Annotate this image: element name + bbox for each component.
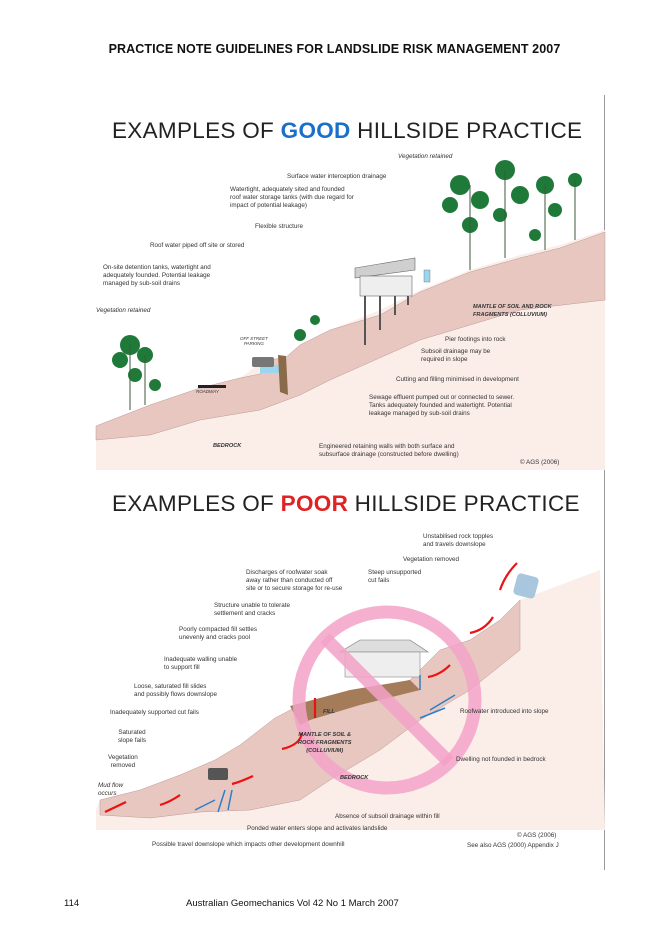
label: BEDROCK — [340, 775, 369, 781]
label: Watertight, adequately sited and founded… — [230, 186, 354, 209]
label: Flexible structure — [255, 223, 303, 230]
label: Vegetation retained — [96, 307, 151, 314]
good-practice-diagram — [95, 160, 606, 470]
copyright: © AGS (2006) — [517, 832, 557, 839]
rock — [513, 573, 539, 599]
prohibition-sign — [292, 605, 482, 795]
label: Absence of subsoil drainage within fill — [335, 813, 440, 820]
label: Dwelling not founded in bedrock — [456, 756, 546, 763]
label: ROADWAY — [196, 389, 219, 394]
page-header: PRACTICE NOTE GUIDELINES FOR LANDSLIDE R… — [108, 42, 561, 56]
label: Pier footings into rock — [445, 336, 506, 343]
label: Possible travel downslope which impacts … — [152, 841, 345, 848]
label: FILL — [323, 709, 335, 715]
house — [354, 257, 431, 345]
roadway — [198, 385, 226, 388]
trees — [112, 160, 582, 391]
journal-citation: Australian Geomechanics Vol 42 No 1 Marc… — [186, 898, 399, 909]
car — [252, 357, 274, 367]
poor-practice-title: EXAMPLES OF POOR HILLSIDE PRACTICE — [112, 491, 580, 516]
red-arrows — [104, 562, 518, 813]
drainage-water — [260, 365, 284, 373]
poor-practice-diagram — [96, 562, 605, 830]
label: Roofwater introduced into slope — [460, 708, 549, 715]
label: Cutting and filling minimised in develop… — [396, 376, 519, 383]
label: Roof water piped off site or stored — [150, 242, 245, 249]
label: BEDROCK — [213, 443, 242, 449]
label: See also AGS (2000) Appendix J — [467, 842, 559, 849]
margin-rule — [604, 95, 605, 870]
good-practice-title: EXAMPLES OF GOOD HILLSIDE PRACTICE — [112, 118, 583, 143]
car — [208, 768, 228, 780]
copyright: © AGS (2006) — [520, 459, 560, 466]
label: MANTLE OF SOIL &ROCK FRAGMENTS(COLLUVIUM… — [298, 732, 352, 754]
label: Engineered retaining walls with both sur… — [319, 443, 459, 458]
label: Surface water interception drainage — [287, 173, 387, 180]
label: Vegetation removed — [403, 556, 460, 563]
fill-wedge — [290, 680, 420, 725]
page-number: 114 — [64, 898, 80, 909]
blue-arrows — [194, 675, 456, 813]
label: Inadequately supported cut fails — [110, 709, 199, 716]
label: Ponded water enters slope and activates … — [247, 825, 388, 832]
label: Vegetation retained — [398, 153, 453, 160]
label: Sewage effluent pumped out or connected … — [369, 394, 515, 417]
retaining-wall — [278, 355, 288, 395]
